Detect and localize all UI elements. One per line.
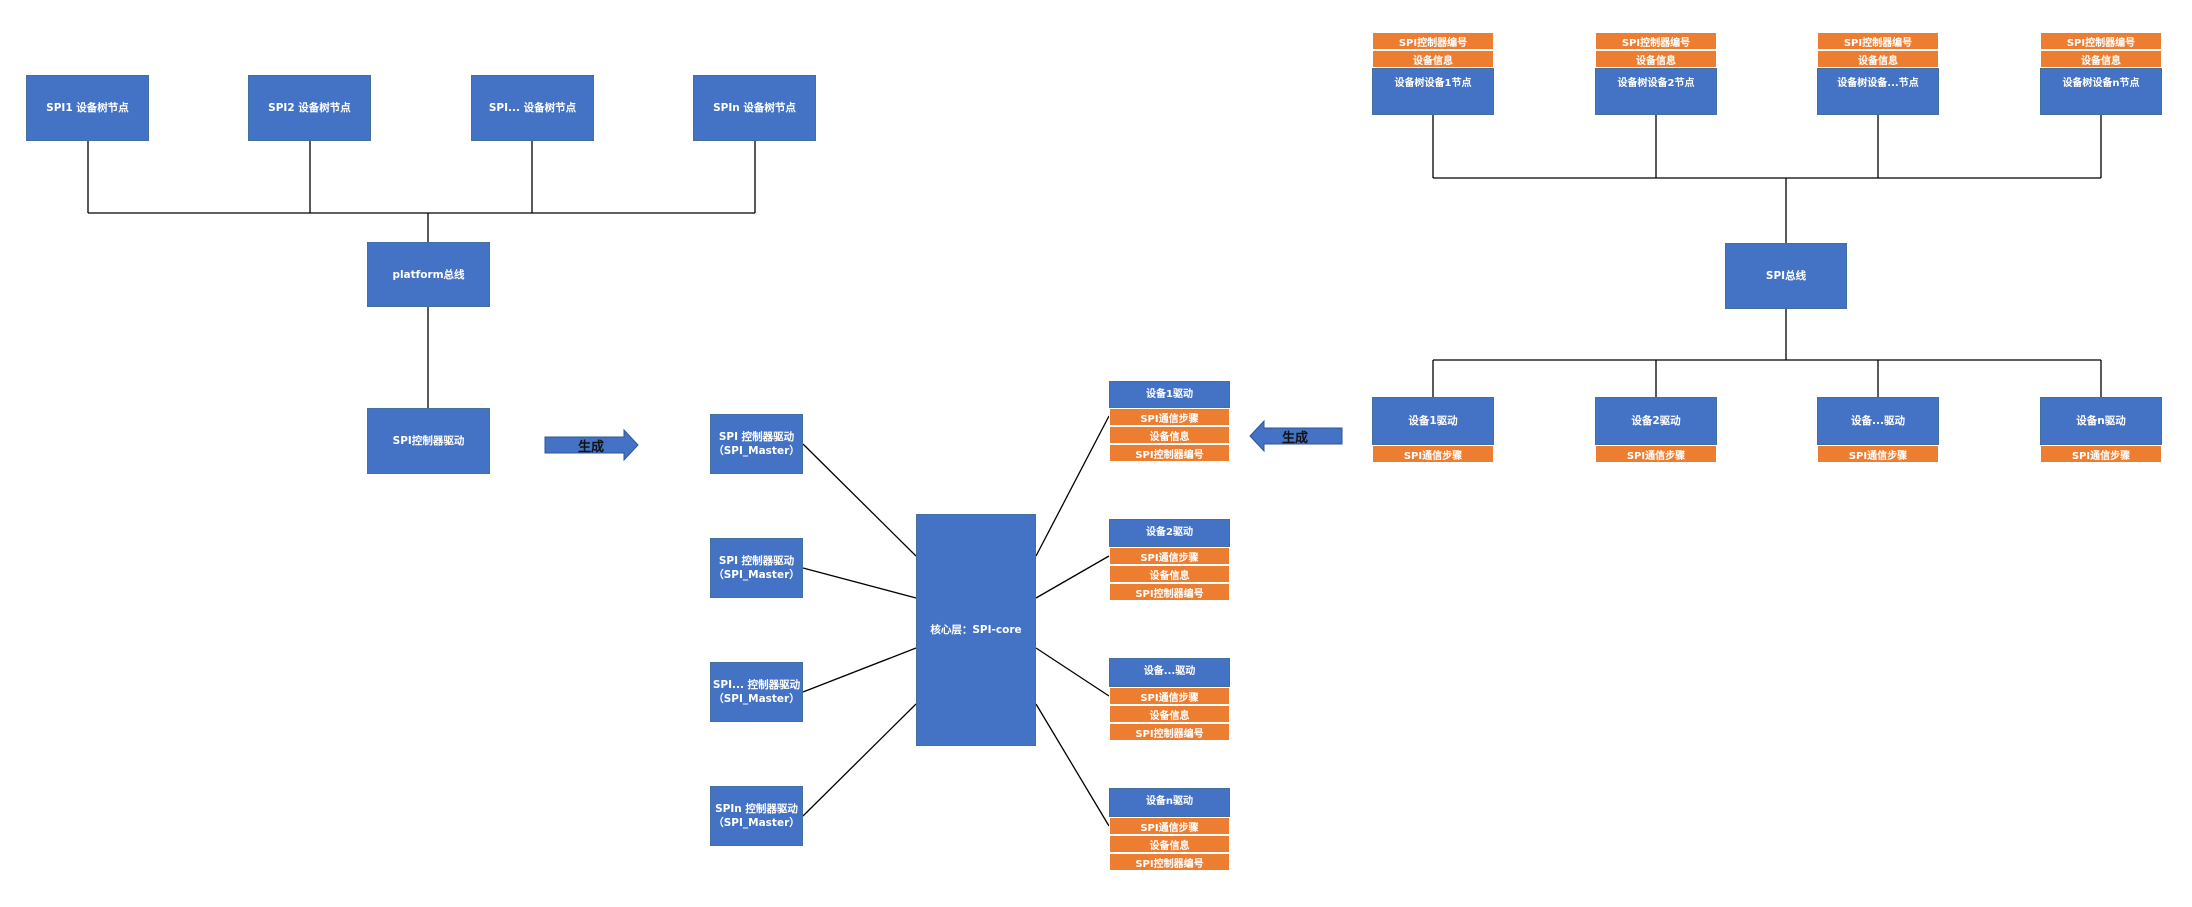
spi-master-box-3[interactable]: SPI... 控制器驱动（SPI_Master）: [710, 662, 803, 722]
right-dt-node-3-title: 设备树设备...节点: [1817, 68, 1939, 115]
right-driver-3-comm-steps: SPI通信步骤: [1817, 445, 1939, 463]
right-driver-2-comm-steps: SPI通信步骤: [1595, 445, 1717, 463]
device-driver-2-comm-steps: SPI通信步骤: [1109, 547, 1230, 565]
right-driver-1-title: 设备1驱动: [1372, 397, 1494, 445]
spi-master-box-2[interactable]: SPI 控制器驱动（SPI_Master）: [710, 538, 803, 598]
device-driver-1-device-info: 设备信息: [1109, 426, 1230, 444]
core-driver2-link: [1035, 555, 1110, 599]
device-driver-2-title: 设备2驱动: [1109, 519, 1230, 547]
right-driver-4-comm-steps: SPI通信步骤: [2040, 445, 2162, 463]
spi-master-4-label: SPIn 控制器驱动（SPI_Master）: [713, 803, 800, 829]
device-driver-2-device-info: 设备信息: [1109, 565, 1230, 583]
device-driver-3-title: 设备...驱动: [1109, 658, 1230, 687]
platform-bus-box[interactable]: platform总线: [367, 242, 490, 307]
device-driver-3-comm-steps: SPI通信步骤: [1109, 687, 1230, 705]
master3-core-link: [802, 647, 917, 693]
right-driver-3-title: 设备...驱动: [1817, 397, 1939, 445]
device-driver-4-controller-id: SPI控制器编号: [1109, 853, 1230, 871]
right-dt-node-1-device-info: 设备信息: [1372, 50, 1494, 68]
spi-core-box[interactable]: 核心层：SPI-core: [916, 514, 1036, 746]
left-dt-node-spin[interactable]: SPIn 设备树节点: [693, 75, 816, 141]
right-dt-node-1-controller-id: SPI控制器编号: [1372, 32, 1494, 50]
right-dt-node-4-title: 设备树设备n节点: [2040, 68, 2162, 115]
right-dt-node-3-controller-id: SPI控制器编号: [1817, 32, 1939, 50]
core-driver3-link: [1035, 647, 1110, 697]
right-driver-2-title: 设备2驱动: [1595, 397, 1717, 445]
device-driver-1-controller-id: SPI控制器编号: [1109, 444, 1230, 462]
spi-bus-box[interactable]: SPI总线: [1725, 243, 1847, 309]
right-dt-node-2-title: 设备树设备2节点: [1595, 68, 1717, 115]
master2-core-link: [802, 567, 917, 599]
generate-label-left: 生成: [577, 439, 604, 455]
core-driver4-link: [1035, 703, 1110, 827]
left-dt-node-spi-etc[interactable]: SPI... 设备树节点: [471, 75, 594, 141]
right-dt-node-2-device-info: 设备信息: [1595, 50, 1717, 68]
spi-master-1-label: SPI 控制器驱动（SPI_Master）: [713, 431, 800, 457]
right-dt-node-1-title: 设备树设备1节点: [1372, 68, 1494, 115]
spi-master-2-label: SPI 控制器驱动（SPI_Master）: [713, 555, 800, 581]
generate-arrow-right: [544, 428, 639, 462]
spi-master-box-1[interactable]: SPI 控制器驱动（SPI_Master）: [710, 414, 803, 474]
spi-controller-driver-box[interactable]: SPI控制器驱动: [367, 408, 490, 474]
left-dt-node-spi1[interactable]: SPI1 设备树节点: [26, 75, 149, 141]
master4-core-link: [802, 703, 917, 817]
right-dt-node-4-controller-id: SPI控制器编号: [2040, 32, 2162, 50]
right-driver-4-title: 设备n驱动: [2040, 397, 2162, 445]
device-driver-4-comm-steps: SPI通信步骤: [1109, 817, 1230, 835]
device-driver-2-controller-id: SPI控制器编号: [1109, 583, 1230, 601]
device-driver-1-comm-steps: SPI通信步骤: [1109, 408, 1230, 426]
generate-arrow-left: [1249, 419, 1343, 453]
left-dt-node-spi2[interactable]: SPI2 设备树节点: [248, 75, 371, 141]
device-driver-1-title: 设备1驱动: [1109, 381, 1230, 408]
generate-label-right: 生成: [1281, 430, 1308, 446]
master1-core-link: [802, 443, 917, 557]
spi-master-3-label: SPI... 控制器驱动（SPI_Master）: [712, 679, 801, 705]
spi-master-box-4[interactable]: SPIn 控制器驱动（SPI_Master）: [710, 786, 803, 846]
device-driver-4-title: 设备n驱动: [1109, 788, 1230, 817]
right-dt-node-3-device-info: 设备信息: [1817, 50, 1939, 68]
device-driver-3-device-info: 设备信息: [1109, 705, 1230, 723]
device-driver-3-controller-id: SPI控制器编号: [1109, 723, 1230, 741]
right-dt-node-4-device-info: 设备信息: [2040, 50, 2162, 68]
core-driver1-link: [1035, 415, 1110, 557]
right-dt-node-2-controller-id: SPI控制器编号: [1595, 32, 1717, 50]
device-driver-4-device-info: 设备信息: [1109, 835, 1230, 853]
right-driver-1-comm-steps: SPI通信步骤: [1372, 445, 1494, 463]
